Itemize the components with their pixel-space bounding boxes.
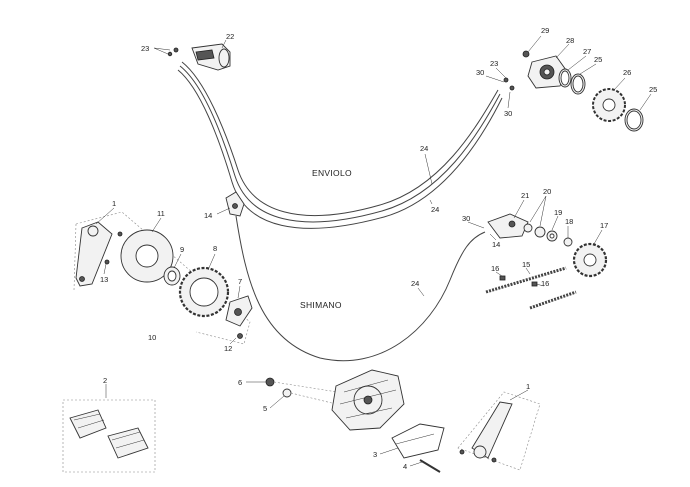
callout-12: 12 bbox=[224, 344, 232, 353]
callout-9: 9 bbox=[180, 245, 184, 254]
callout-15: 15 bbox=[522, 260, 530, 269]
section-label-shimano: SHIMANO bbox=[300, 300, 342, 310]
callout-24: 24 bbox=[431, 205, 439, 214]
callout-30: 30 bbox=[462, 214, 470, 223]
shimano-cable bbox=[235, 215, 486, 362]
callout-4: 4 bbox=[403, 462, 407, 471]
callout-3: 3 bbox=[373, 450, 377, 459]
callout-24: 24 bbox=[420, 144, 428, 153]
callout-17: 17 bbox=[600, 221, 608, 230]
callout-5: 5 bbox=[263, 404, 267, 413]
shimano-shifter bbox=[225, 191, 245, 217]
drive-motor bbox=[331, 369, 405, 431]
callout-24: 24 bbox=[411, 279, 419, 288]
callout-8: 8 bbox=[213, 244, 217, 253]
section-label-enviolo: ENVIOLO bbox=[312, 168, 352, 178]
callout-28: 28 bbox=[566, 36, 574, 45]
callout-26: 26 bbox=[623, 68, 631, 77]
callout-7: 7 bbox=[238, 277, 242, 286]
enviolo-hub-interface bbox=[503, 50, 644, 132]
right-crank-group bbox=[457, 391, 541, 471]
callout-18: 18 bbox=[565, 217, 573, 226]
callout-6: 6 bbox=[238, 378, 242, 387]
leader-lines bbox=[95, 35, 652, 467]
chains bbox=[485, 266, 577, 310]
callout-23: 23 bbox=[490, 59, 498, 68]
callout-14: 14 bbox=[492, 240, 500, 249]
callout-19: 19 bbox=[554, 208, 562, 217]
callout-20: 20 bbox=[543, 187, 551, 196]
front-crank-group bbox=[73, 211, 253, 345]
callout-14: 14 bbox=[204, 211, 212, 220]
mounting-bracket bbox=[391, 423, 445, 473]
callout-29: 29 bbox=[541, 26, 549, 35]
callout-25: 25 bbox=[649, 85, 657, 94]
callout-25: 25 bbox=[594, 55, 602, 64]
callout-2: 2 bbox=[103, 376, 107, 385]
callout-22: 22 bbox=[226, 32, 234, 41]
callout-numbers: 22 23 29 28 27 25 26 25 23 30 30 24 24 1… bbox=[100, 26, 657, 471]
callout-27: 27 bbox=[583, 47, 591, 56]
pedals bbox=[62, 399, 156, 473]
callout-16: 16 bbox=[491, 264, 499, 273]
callout-30: 30 bbox=[476, 68, 484, 77]
twist-shifter bbox=[167, 43, 231, 71]
motor-fasteners bbox=[265, 377, 351, 406]
callout-30: 30 bbox=[504, 109, 512, 118]
callout-16: 16 bbox=[541, 279, 549, 288]
callout-1: 1 bbox=[526, 382, 530, 391]
callout-11: 11 bbox=[157, 209, 165, 218]
shimano-rear-hub-parts bbox=[487, 213, 608, 278]
callout-13: 13 bbox=[100, 275, 108, 284]
callout-1: 1 bbox=[112, 199, 116, 208]
callout-21: 21 bbox=[521, 191, 529, 200]
enviolo-cable-bundle bbox=[177, 61, 503, 229]
callout-23: 23 bbox=[141, 44, 149, 53]
callout-10: 10 bbox=[148, 333, 156, 342]
